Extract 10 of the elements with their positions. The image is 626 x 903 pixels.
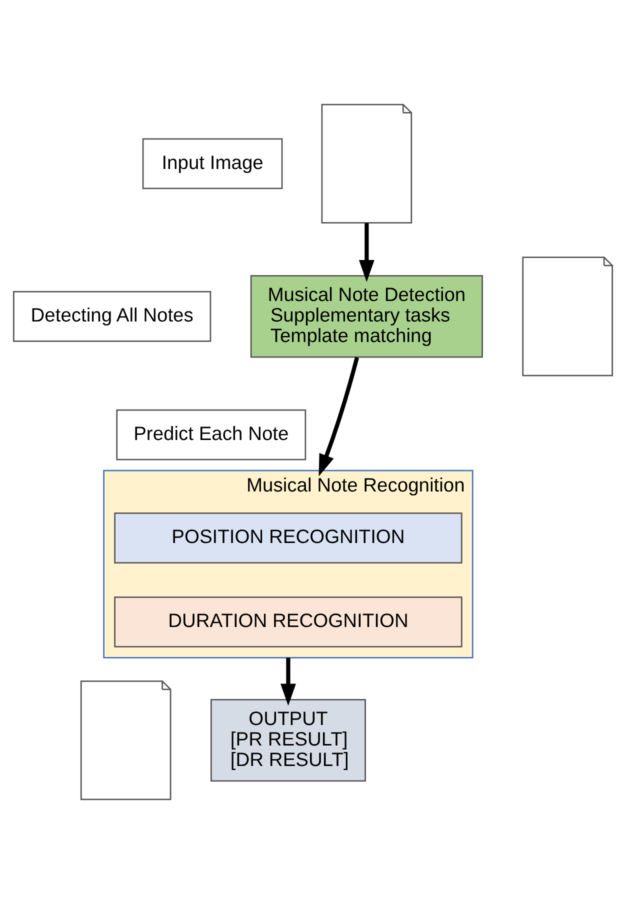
node-box: OUTPUT [PR RESULT] [DR RESULT] [210,698,366,782]
arrow [358,222,374,282]
node-box: Input Image [142,138,283,189]
node-box: Detecting All Notes [12,290,212,342]
node-box: Predict Each Note [116,408,306,460]
arrow [318,356,359,476]
node-box: DURATION RECOGNITION [114,596,462,647]
node-box: POSITION RECOGNITION [114,512,462,563]
arrow [280,657,296,706]
node-box: Musical Note Detection Supplementary tasks Template matching [250,274,483,358]
